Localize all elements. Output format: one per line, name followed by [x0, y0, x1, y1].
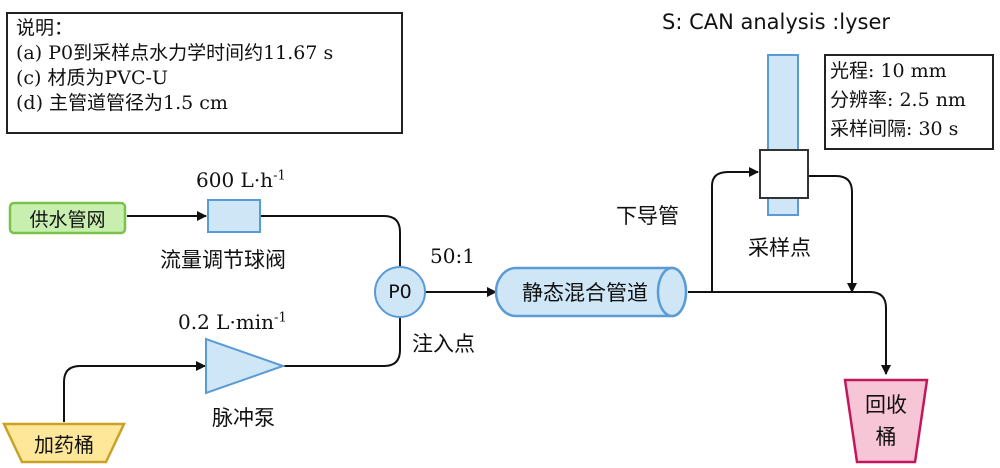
flow-rate-label: 600 L·h-1 — [196, 168, 286, 192]
param-interval: 采样间隔: 30 s — [830, 118, 959, 140]
note-line-d: (d) 主管道管径为1.5 cm — [16, 92, 228, 114]
injection-node-label: P0 — [388, 281, 412, 303]
pipe-main-to-recycle — [688, 291, 891, 375]
analyzer-params-box: 光程: 10 mm 分辨率: 2.5 nm 采样间隔: 30 s — [824, 54, 994, 150]
recycle-label-line2: 桶 — [875, 425, 897, 449]
notes-title: 说明： — [16, 17, 74, 39]
sampling-cell — [759, 149, 809, 199]
dosing-tank-label: 加药桶 — [34, 432, 94, 457]
note-line-c: (c) 材质为PVC-U — [16, 67, 168, 89]
sampling-point-label: 采样点 — [748, 236, 811, 260]
static-mixer-end — [656, 266, 688, 318]
note-line-a: (a) P0到采样点水力学时间约11.67 s — [16, 42, 334, 64]
pipe-sampler-return — [808, 175, 857, 293]
recycle-bucket-shape — [843, 378, 929, 464]
param-path-length: 光程: 10 mm — [830, 60, 947, 82]
pump-rate-label: 0.2 L·min-1 — [178, 310, 287, 334]
ball-valve-icon — [207, 199, 261, 233]
pump-label: 脉冲泵 — [212, 406, 275, 430]
pulse-pump-icon — [205, 337, 287, 395]
ratio-label: 50:1 — [430, 244, 475, 268]
pipe-pump-to-p0 — [284, 318, 401, 367]
dosing-tank-shape — [2, 422, 126, 464]
param-resolution: 分辨率: 2.5 nm — [830, 89, 966, 111]
injection-point-label: 注入点 — [412, 332, 475, 356]
injection-node-circle — [374, 266, 426, 318]
water-supply-label: 供水管网 — [29, 208, 106, 231]
analyzer-title: S: CAN analysis :lyser — [662, 10, 891, 34]
water-supply-box — [8, 201, 127, 235]
down-pipe-label: 下导管 — [616, 204, 679, 228]
recycle-label-line1: 回收 — [865, 393, 907, 417]
pipe-valve-to-p0 — [260, 215, 401, 266]
pipe-branch-to-sampler — [711, 167, 759, 292]
valve-label: 流量调节球阀 — [160, 248, 286, 272]
static-mixer-label: 静态混合管道 — [522, 281, 648, 305]
notes-box: 说明： (a) P0到采样点水力学时间约11.67 s (c) 材质为PVC-U… — [6, 12, 403, 134]
pipe-tank-to-pump — [63, 361, 206, 422]
